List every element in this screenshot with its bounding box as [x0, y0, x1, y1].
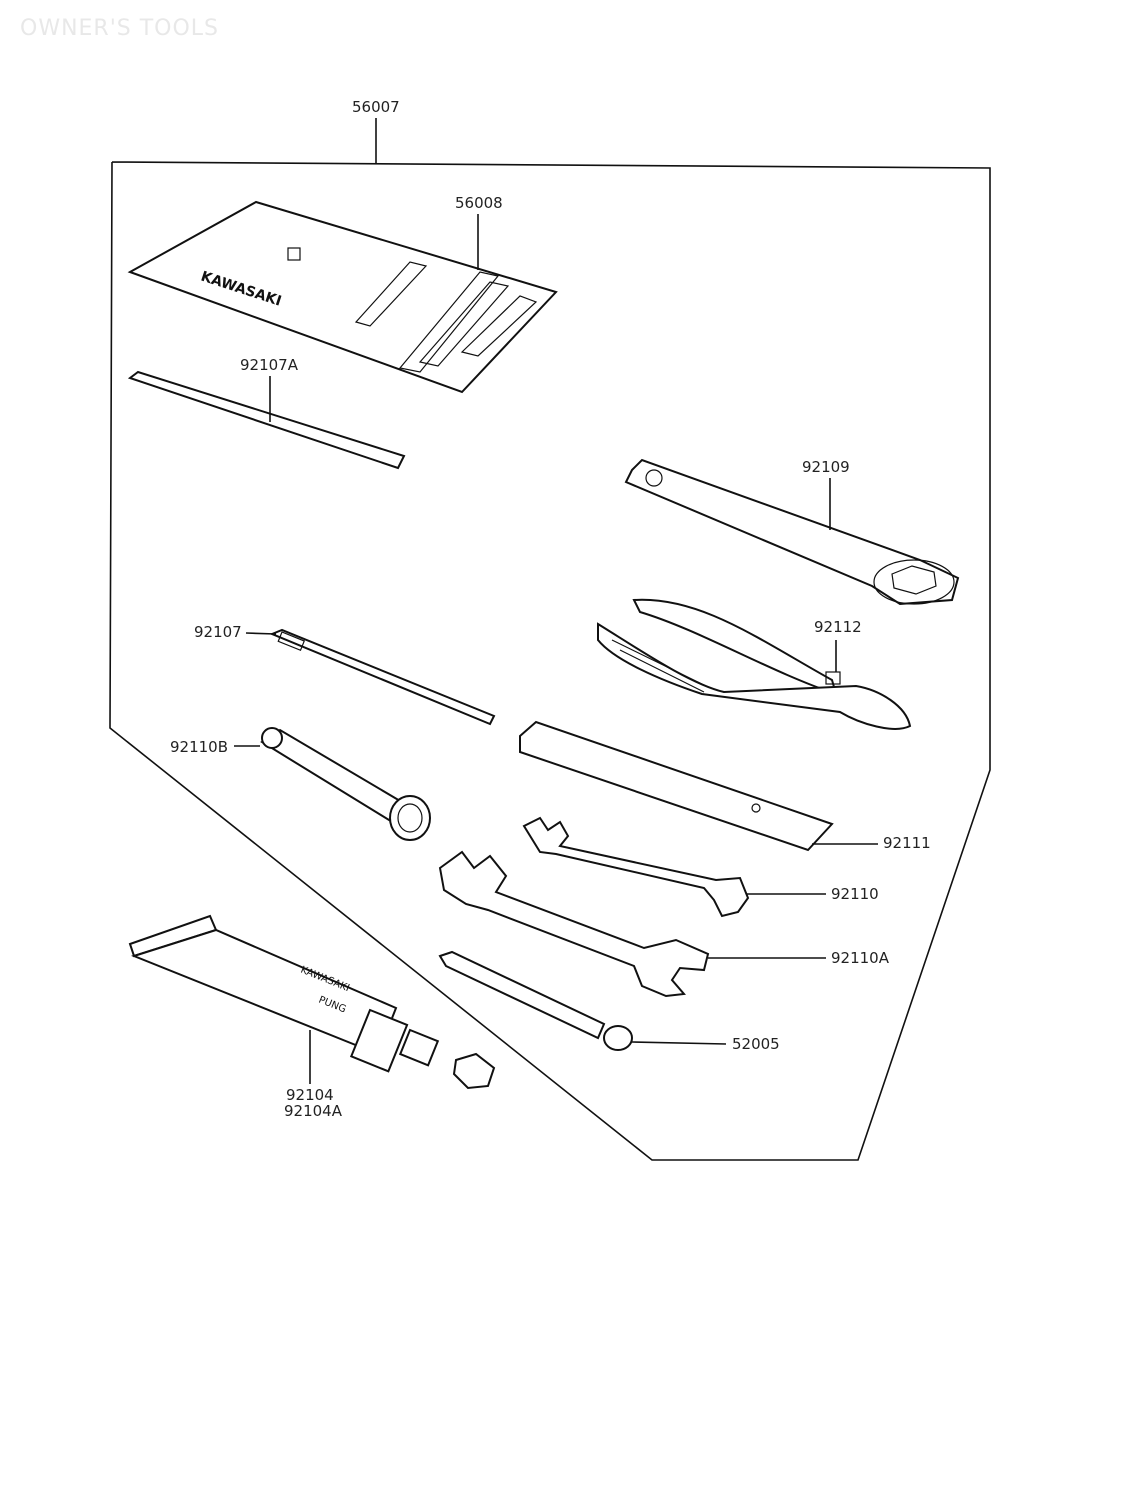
- screwdriver-handle: [127, 370, 406, 470]
- wrench-small: [522, 816, 750, 918]
- label-92112: 92112: [814, 618, 862, 636]
- label-92110: 92110: [831, 885, 879, 903]
- label-92110A: 92110A: [831, 949, 890, 967]
- spark-plug-wrench: [260, 727, 431, 841]
- screwdriver-bit: [438, 950, 633, 1051]
- page-title: OWNER'S TOOLS: [20, 16, 220, 41]
- label-56007: 56007: [352, 98, 400, 116]
- bar: [519, 720, 834, 852]
- label-92109: 92109: [802, 458, 850, 476]
- label-92104A: 92104A: [284, 1102, 343, 1120]
- label-92110B: 92110B: [170, 738, 228, 756]
- label-92107A: 92107A: [240, 356, 299, 374]
- wrench-large: [438, 850, 710, 998]
- tool-bag: KAWASAKI: [127, 200, 558, 394]
- label-52005: 52005: [732, 1035, 780, 1053]
- pliers: [597, 598, 912, 730]
- grease-tube: KAWASAKI PUNG: [128, 914, 496, 1090]
- screwdriver: [269, 628, 496, 726]
- label-92111: 92111: [883, 834, 931, 852]
- kit-boundary: [109, 161, 991, 1161]
- label-92107: 92107: [194, 623, 242, 641]
- label-56008: 56008: [455, 194, 503, 212]
- ring-wrench: [624, 458, 960, 606]
- label-92104: 92104: [286, 1086, 334, 1104]
